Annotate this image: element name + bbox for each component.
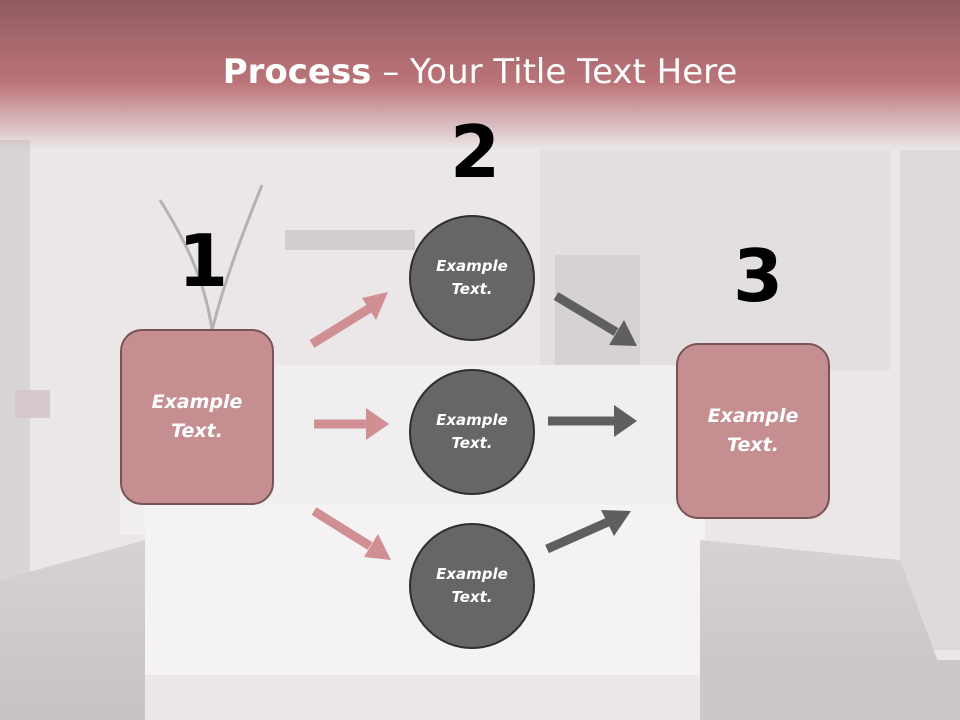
circle-middle-label: Example Text. xyxy=(436,411,508,452)
circle-bottom-label: Example Text. xyxy=(436,565,508,606)
step-number-3: 3 xyxy=(733,234,784,318)
title-bold: Process xyxy=(222,52,372,92)
gray-arrow-up xyxy=(545,510,631,554)
step-box-right[interactable]: Example Text. xyxy=(676,343,830,519)
gray-arrow-down xyxy=(553,292,637,346)
title-rest: – Your Title Text Here xyxy=(371,52,738,92)
slide-title: Process – Your Title Text Here xyxy=(0,52,960,92)
circle-bottom[interactable]: Example Text. xyxy=(409,523,535,649)
step-number-2: 2 xyxy=(450,110,501,194)
step-box-left-label: Example Text. xyxy=(151,391,243,442)
circle-top-label: Example Text. xyxy=(436,257,508,298)
pink-arrow-middle xyxy=(314,408,389,440)
circle-middle[interactable]: Example Text. xyxy=(409,369,535,495)
pink-arrow-up xyxy=(309,292,388,348)
pink-arrow-down xyxy=(311,507,391,560)
step-box-right-label: Example Text. xyxy=(707,405,799,456)
gray-arrow-middle xyxy=(548,405,637,437)
step-number-1: 1 xyxy=(178,219,229,303)
circle-top[interactable]: Example Text. xyxy=(409,215,535,341)
step-box-left[interactable]: Example Text. xyxy=(120,329,274,505)
